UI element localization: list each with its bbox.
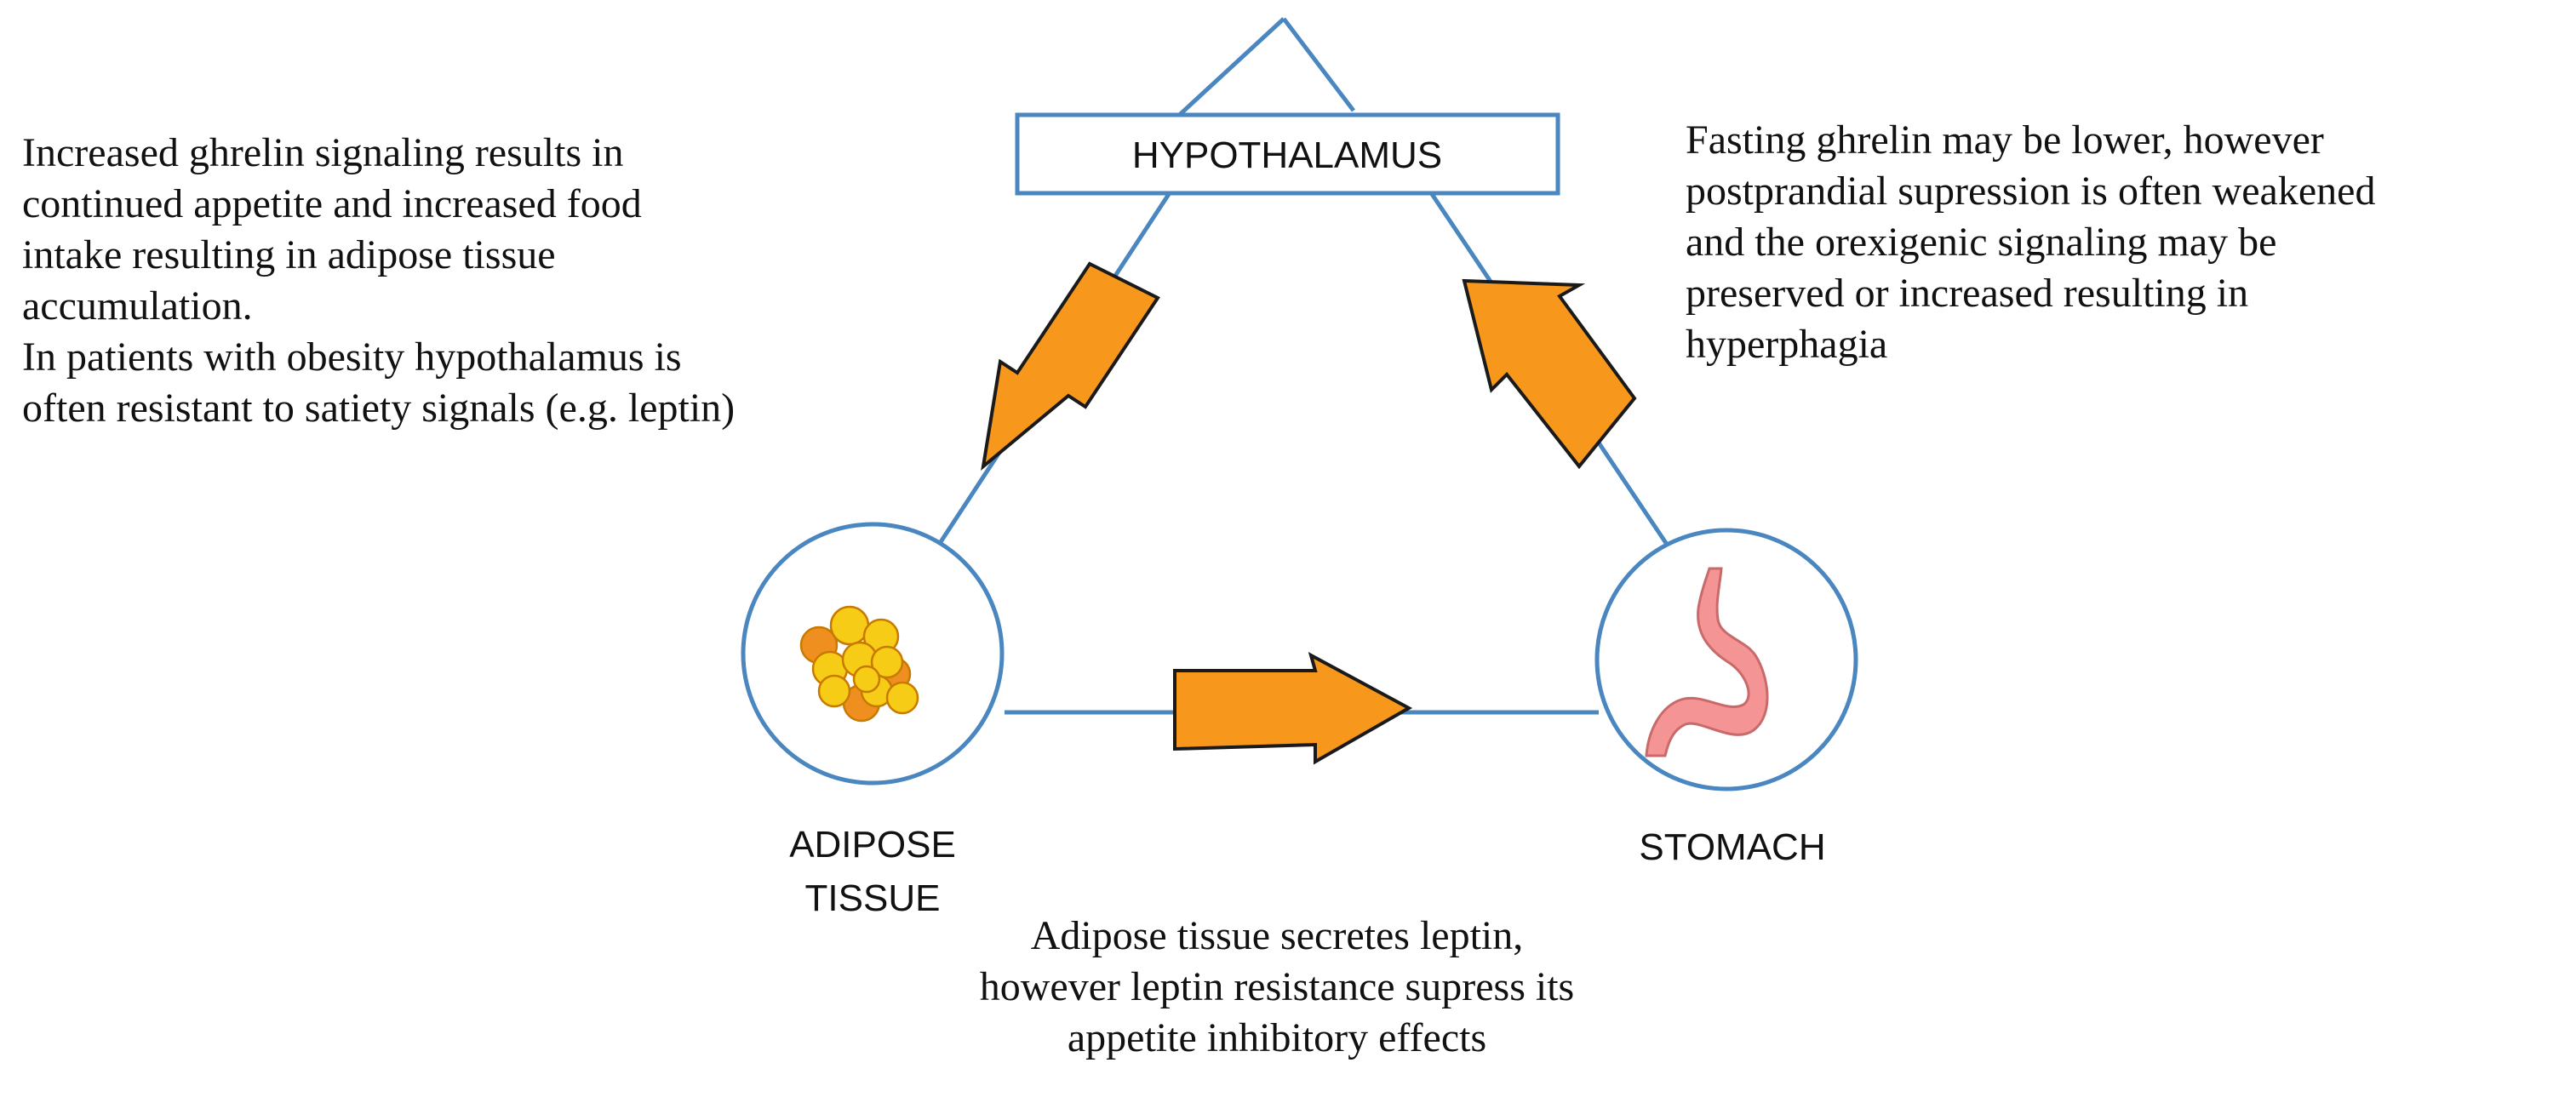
stomach-label: STOMACH [1639, 826, 1825, 868]
stomach-node: STOMACH [1594, 528, 1858, 868]
note-adipose-to-stomach: Adipose tissue secretes leptin, however … [851, 911, 1703, 1064]
note-hypothalamus-to-adipose: Increased ghrelin signaling results in c… [22, 128, 993, 434]
adipose-label-line1: ADIPOSE [789, 824, 956, 866]
adipose-label-line2: TISSUE [805, 877, 941, 919]
note-left-paragraph-2: In patients with obesity hypothalamus is… [22, 334, 736, 431]
adipose-node: ADIPOSE TISSUE [741, 522, 1005, 919]
stomach-icon [1645, 567, 1769, 757]
note-left-paragraph-1: Increased ghrelin signaling results in c… [22, 130, 642, 329]
note-right-text: Fasting ghrelin may be lower, however po… [1686, 117, 2376, 367]
hypothalamus-label: HYPOTHALAMUS [1132, 134, 1442, 176]
arrow-hypothalamus-to-adipose [981, 261, 1160, 471]
fat-cells-icon [799, 605, 919, 723]
arrow-adipose-to-stomach [1173, 652, 1413, 765]
hypothalamus-node: HYPOTHALAMUS [1015, 112, 1560, 196]
arrows [981, 261, 1637, 765]
edge-apex-right [1282, 17, 1355, 112]
note-bottom-text: Adipose tissue secretes leptin, however … [979, 913, 1575, 1060]
arrow-stomach-to-hypothalamus [1462, 278, 1637, 470]
edge-apex-left [1173, 17, 1285, 121]
hypothalamus-box [1015, 112, 1560, 196]
note-stomach-to-hypothalamus: Fasting ghrelin may be lower, however po… [1686, 115, 2571, 370]
